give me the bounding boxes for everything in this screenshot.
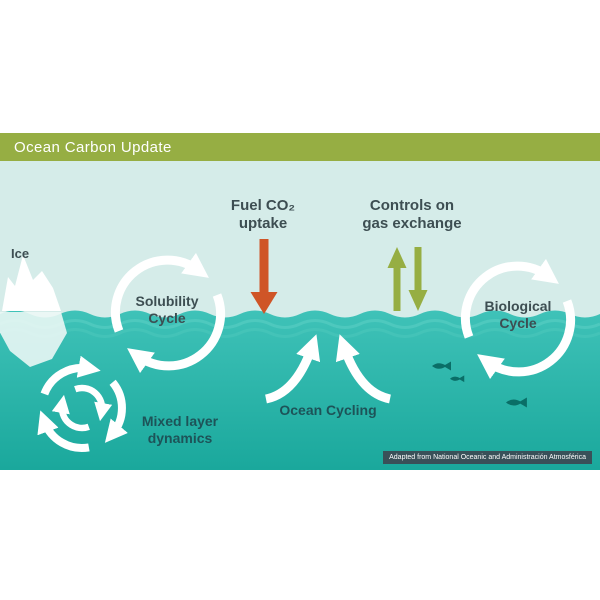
solubility-cycle-icon bbox=[110, 252, 226, 374]
header-bar: Ocean Carbon Update bbox=[0, 133, 600, 161]
fuel-co2-uptake-label: Fuel CO₂ uptake bbox=[193, 197, 333, 233]
fish-icon bbox=[450, 375, 465, 383]
ocean-carbon-infographic: Ocean Carbon Update bbox=[0, 133, 600, 470]
ocean-cycling-label: Ocean Cycling bbox=[258, 402, 398, 419]
fish-icon bbox=[432, 361, 451, 371]
solubility-line2: Cycle bbox=[148, 310, 186, 326]
mixed-layer-dynamics-label: Mixed layer dynamics bbox=[120, 413, 240, 447]
fish-icon bbox=[506, 397, 527, 408]
attribution-badge: Adapted from National Oceanic and Admini… bbox=[383, 451, 592, 464]
wave-stripe bbox=[0, 328, 600, 338]
fuel-co2-line1: Fuel CO₂ bbox=[230, 197, 296, 214]
controls-line1: Controls on bbox=[369, 197, 455, 214]
mixed-line2: dynamics bbox=[147, 430, 213, 446]
mixed-layer-swirl-icon bbox=[37, 355, 128, 452]
controls-line2: gas exchange bbox=[362, 215, 462, 232]
fuel-uptake-arrow-icon bbox=[250, 239, 278, 314]
ocean-cycling-text: Ocean Cycling bbox=[279, 402, 377, 418]
wave-stripe bbox=[0, 319, 600, 329]
solubility-cycle-label: Solubility Cycle bbox=[107, 293, 227, 327]
biological-cycle-label: Biological Cycle bbox=[458, 298, 578, 332]
scene: Ice Fuel CO₂ uptake Controls on gas exch… bbox=[0, 161, 600, 470]
fuel-co2-line2: uptake bbox=[238, 215, 288, 232]
gas-exchange-down-arrow-icon bbox=[408, 247, 428, 311]
biological-cycle-icon bbox=[460, 258, 576, 380]
biological-line1: Biological bbox=[484, 298, 552, 314]
scene-graphic bbox=[0, 161, 600, 470]
page-title: Ocean Carbon Update bbox=[14, 138, 172, 156]
iceberg-icon bbox=[0, 255, 67, 367]
gas-exchange-up-arrow-icon bbox=[387, 247, 407, 311]
controls-gas-exchange-label: Controls on gas exchange bbox=[342, 197, 482, 233]
solubility-line1: Solubility bbox=[135, 293, 199, 309]
mixed-line1: Mixed layer bbox=[141, 413, 219, 429]
ice-label: Ice bbox=[11, 246, 30, 261]
ocean-cycling-arrows-icon bbox=[264, 334, 392, 404]
biological-line2: Cycle bbox=[499, 315, 537, 331]
